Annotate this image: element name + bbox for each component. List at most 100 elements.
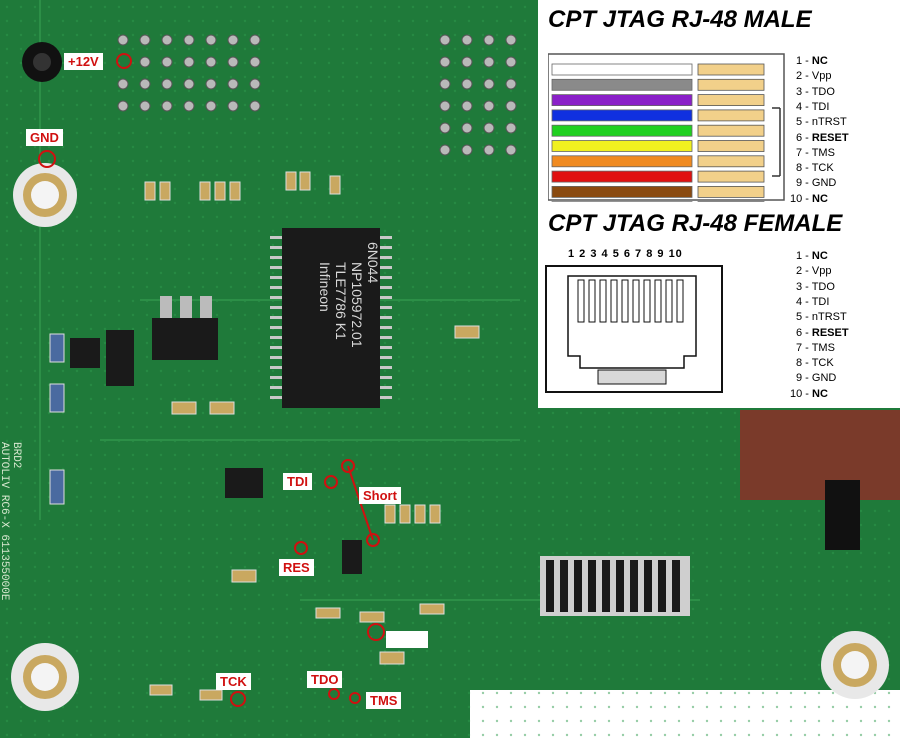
label-res: RES bbox=[279, 559, 314, 576]
female-pin-1: 1 - NC bbox=[796, 250, 828, 263]
female-title: CPT JTAG RJ-48 FEMALE bbox=[548, 210, 843, 237]
female-pin-number: 8 - bbox=[796, 357, 812, 370]
gnd-marker bbox=[38, 150, 56, 168]
female-connector-diagram bbox=[545, 265, 723, 393]
male-pin-number: 1 - bbox=[796, 55, 812, 67]
female-pin-number: 2 - bbox=[796, 265, 812, 278]
v12-marker bbox=[116, 53, 132, 69]
male-contact-2 bbox=[697, 78, 765, 91]
female-pin-name: TCK bbox=[811, 357, 834, 370]
male-pin-number: 6 - bbox=[796, 131, 812, 144]
male-pin-9: 9 - GND bbox=[796, 177, 836, 190]
tdi-marker bbox=[324, 475, 338, 489]
label-tdi: TDI bbox=[283, 473, 312, 490]
female-pin-7: 7 - TMS bbox=[796, 342, 835, 355]
female-pin-10: 10 - NC bbox=[790, 388, 828, 401]
male-pin-10: 10 - NC bbox=[790, 193, 828, 206]
male-pin-2: 2 - Vpp bbox=[796, 70, 831, 83]
main-ic-chip bbox=[282, 228, 380, 408]
label-tms: TMS bbox=[366, 692, 402, 709]
silk-brd: BRD2 bbox=[10, 442, 22, 469]
male-wire-8 bbox=[551, 170, 693, 183]
male-pin-5: 5 - nTRST bbox=[796, 116, 847, 129]
female-slot-6 bbox=[632, 279, 640, 323]
male-pin-name: TCK bbox=[811, 162, 834, 175]
male-pin-3: 3 - TDO bbox=[796, 86, 835, 99]
male-pin-number: 10 - bbox=[790, 192, 813, 205]
male-pin-7: 7 - TMS bbox=[796, 147, 835, 160]
female-pin-name: NC bbox=[812, 387, 828, 400]
male-wire-6 bbox=[551, 140, 693, 152]
chip-code: 6N044 bbox=[365, 242, 381, 283]
tdo-marker bbox=[328, 688, 340, 700]
female-slot-8 bbox=[654, 279, 662, 323]
female-pin-name: nTRST bbox=[811, 311, 847, 324]
female-pin-number: 7 - bbox=[796, 341, 812, 354]
female-slot-1 bbox=[577, 279, 585, 323]
male-contact-5 bbox=[697, 124, 765, 137]
male-contact-3 bbox=[697, 94, 765, 106]
male-contact-8 bbox=[697, 170, 765, 183]
male-wire-3 bbox=[551, 94, 693, 106]
male-pin-number: 5 - bbox=[796, 116, 812, 129]
female-pin-number: 4 - bbox=[796, 295, 812, 308]
male-contact-9 bbox=[697, 185, 765, 198]
female-slot-4 bbox=[610, 279, 618, 323]
res-marker bbox=[294, 541, 308, 555]
blank-marker bbox=[367, 623, 385, 641]
chip-brand: Infineon bbox=[317, 262, 333, 312]
female-pin-name: GND bbox=[811, 372, 837, 385]
male-pin-number: 2 - bbox=[796, 70, 812, 83]
tck-marker bbox=[230, 691, 246, 707]
silk-autoliv: AUTOLIV RC6-X 611355000E bbox=[0, 442, 10, 601]
female-pin-9: 9 - GND bbox=[796, 372, 836, 385]
female-pin-numbers: 1 2 3 4 5 6 7 8 9 10 bbox=[568, 248, 683, 260]
female-slot-3 bbox=[599, 279, 607, 323]
female-slot-9 bbox=[665, 279, 673, 323]
female-pin-name: TDO bbox=[811, 280, 835, 293]
label-tck: TCK bbox=[216, 673, 251, 690]
female-pin-number: 6 - bbox=[796, 326, 812, 339]
male-pin-name: GND bbox=[811, 177, 837, 190]
male-contact-4 bbox=[697, 109, 765, 122]
male-wire-1 bbox=[551, 63, 693, 76]
chip-part: TLE7786 K1 bbox=[333, 262, 349, 340]
label-v12: +12V bbox=[64, 53, 103, 70]
male-pin-1: 1 - NC bbox=[796, 55, 828, 68]
pinout-panel: CPT JTAG RJ-48 MALE 1 - NC 2 - Vpp 3 - TDO… bbox=[538, 0, 900, 408]
male-pin-6: 6 - RESET bbox=[796, 132, 849, 145]
male-connector-diagram bbox=[548, 53, 785, 202]
tms-marker bbox=[349, 692, 361, 704]
female-slot-5 bbox=[621, 279, 629, 323]
label-tdo: TDO bbox=[307, 671, 343, 688]
female-pin-number: 1 - bbox=[796, 250, 812, 262]
label-gnd: GND bbox=[26, 129, 63, 146]
male-wire-4 bbox=[551, 109, 693, 122]
male-pin-name: TDO bbox=[811, 85, 835, 98]
female-pin-number: 10 - bbox=[790, 387, 813, 400]
male-pin-number: 3 - bbox=[796, 85, 812, 98]
male-contact-6 bbox=[697, 140, 765, 152]
male-pin-name: nTRST bbox=[811, 116, 847, 129]
male-pin-8: 8 - TCK bbox=[796, 162, 834, 175]
female-pin-5: 5 - nTRST bbox=[796, 311, 847, 324]
female-pin-3: 3 - TDO bbox=[796, 281, 835, 294]
female-pin-name: Vpp bbox=[811, 265, 832, 278]
male-pin-name: TDI bbox=[811, 100, 830, 113]
female-pin-name: RESET bbox=[811, 326, 849, 339]
male-pin-name: RESET bbox=[811, 131, 849, 144]
female-pin-6: 6 - RESET bbox=[796, 327, 849, 340]
male-pin-number: 7 - bbox=[796, 146, 812, 159]
male-pin-number: 8 - bbox=[796, 162, 812, 175]
female-pin-name: NC bbox=[811, 250, 828, 262]
female-pin-2: 2 - Vpp bbox=[796, 265, 831, 278]
female-pin-name: TDI bbox=[811, 295, 830, 308]
label-short: Short bbox=[359, 487, 401, 504]
female-pin-8: 8 - TCK bbox=[796, 357, 834, 370]
short-marker-b bbox=[366, 533, 380, 547]
female-pin-number: 9 - bbox=[796, 372, 812, 385]
male-pin-name: NC bbox=[812, 192, 828, 205]
female-pin-4: 4 - TDI bbox=[796, 296, 829, 309]
male-title: CPT JTAG RJ-48 MALE bbox=[548, 6, 812, 33]
